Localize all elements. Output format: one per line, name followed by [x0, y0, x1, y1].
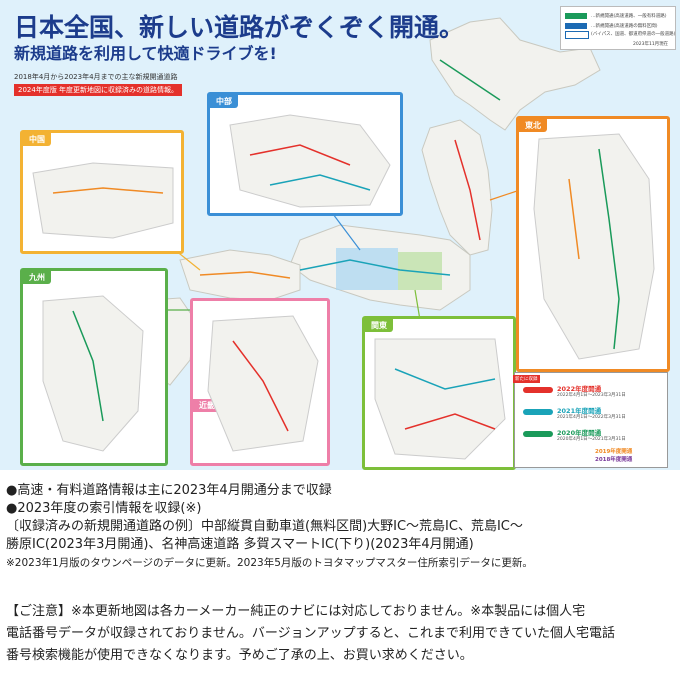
year-row-2019: 2019年度開通: [595, 447, 663, 465]
main-road-line-3: [299, 259, 451, 276]
legend-text-white: (バイパス、国道、都道府県道の一般道路): [591, 32, 676, 37]
caution-line-1: 【ご注意】※本更新地図は各カーメーカー純正のナビには対応しておりません。※本製品…: [6, 604, 586, 619]
main-road-line-4: [199, 271, 291, 279]
legend-text-blue: …新規開通(高速道路の無料区間): [591, 24, 658, 29]
year-row-2021: 2021年度開通 2021年4月1日〜2022年3月31日: [523, 405, 663, 423]
chugoku-mini-map: [32, 162, 174, 239]
tohoku-mini-map: [533, 133, 655, 360]
legend-text-green: …新規開通(高速道路、一般有料道路): [591, 14, 667, 19]
main-road-line-2: [454, 139, 481, 241]
honshu-north-landmass: [421, 119, 493, 256]
caution-line-2: 電話番号データが収録されておりません。バージョンアップすると、これまで利用できて…: [6, 626, 616, 641]
region-tag-chubu: 中部: [210, 95, 238, 108]
region-tag-chugoku: 中国: [23, 133, 51, 146]
main-road-line-1: [439, 59, 501, 101]
legend-swatch-green: [565, 13, 587, 19]
legend-note: 2023年11月現在: [633, 42, 669, 47]
legend-swatch-white: [565, 31, 589, 39]
region-panel-kinki: 近畿: [190, 298, 330, 466]
kanto-connector: [414, 289, 421, 321]
new-flag: 新たに収録: [513, 375, 540, 383]
notes-section: ●高速・有料道路情報は主に2023年4月開通分まで収録 ●2023年度の索引情報…: [6, 482, 676, 572]
region-panel-chubu: 中部: [207, 92, 403, 216]
note-line-3: 〔収録済みの新規開通道路の例〕中部縦貫自動車道(無料区間)大野IC〜荒島IC、荒…: [6, 519, 523, 534]
kanto-mini-map: [374, 338, 506, 460]
legend-swatch-blue: [565, 23, 587, 29]
year-line-2021: [523, 409, 553, 415]
region-tag-kanto: 関東: [365, 319, 393, 332]
kyushu-mini-map: [42, 295, 144, 452]
road-map: 日本全国、新しい道路がぞくぞく開通。 新規道路を利用して快適ドライブを! 201…: [0, 0, 680, 470]
year-row-2018: 2018年度開通: [595, 455, 663, 470]
note-line-1: ●高速・有料道路情報は主に2023年4月開通分まで収録: [6, 483, 332, 498]
note-line-4: 勝原IC(2023年3月開通)、名神高速道路 多賀スマートIC(下り)(2023…: [6, 537, 474, 552]
year-label-2019: 2019年度開通: [595, 449, 633, 455]
year-row-2022: 2022年度開通 2022年4月1日〜2023年3月31日: [523, 383, 663, 401]
chubu-connector: [329, 209, 361, 251]
year-legend: 新たに収録 2022年度開通 2022年4月1日〜2023年3月31日 2021…: [513, 372, 668, 470]
year-range-2020: 2020年4月1日〜2021年3月31日: [557, 437, 626, 442]
caution-line-3: 番号検索機能が使用できなくなります。予めご了承の上、お買い求めください。: [6, 648, 473, 663]
year-label-2020: 2020年度開通: [557, 429, 602, 437]
region-panel-tohoku: 東北: [516, 116, 670, 372]
year-row-2020: 2020年度開通 2020年4月1日〜2021年3月31日: [523, 427, 663, 445]
period-text: 2018年4月から2023年4月までの主な新規開通道路: [14, 73, 178, 81]
region-tag-kyushu: 九州: [23, 271, 51, 284]
note-line-2: ●2023年度の索引情報を収録(※): [6, 501, 202, 516]
kinki-mini-map: [207, 315, 319, 452]
honshu-west-landmass: [179, 249, 301, 301]
chubu-mini-map: [229, 114, 391, 208]
map-legend: …新規開通(高速道路、一般有料道路) …新規開通(高速道路の無料区間) (バイパ…: [560, 6, 676, 50]
year-label-2021: 2021年度開通: [557, 407, 602, 415]
caution-section: 【ご注意】※本更新地図は各カーメーカー純正のナビには対応しておりません。※本製品…: [6, 601, 676, 667]
region-panel-chugoku: 中国: [20, 130, 184, 254]
year-line-2022: [523, 387, 553, 393]
tohoku-connector: [489, 189, 521, 201]
region-panel-kanto: 関東: [362, 316, 516, 470]
year-label-2022: 2022年度開通: [557, 385, 602, 393]
region-tag-tohoku: 東北: [519, 119, 547, 132]
chubu-highlight: [336, 248, 398, 290]
edition-badge: 2024年度版 年度更新地図に収録済みの道路情報。: [14, 84, 183, 96]
hokkaido-landmass: [429, 17, 601, 131]
page-title: 日本全国、新しい道路がぞくぞく開通。: [14, 13, 465, 42]
page-subtitle: 新規道路を利用して快適ドライブを!: [14, 44, 277, 63]
year-line-2020: [523, 431, 553, 437]
note-line-5: ※2023年1月版のタウンページのデータに更新。2023年5月版のトヨタマップマ…: [6, 557, 533, 569]
region-panel-kyushu: 九州: [20, 268, 168, 466]
year-label-2018: 2018年度開通: [595, 457, 633, 463]
year-range-2021: 2021年4月1日〜2022年3月31日: [557, 415, 626, 420]
year-range-2022: 2022年4月1日〜2023年3月31日: [557, 393, 626, 398]
